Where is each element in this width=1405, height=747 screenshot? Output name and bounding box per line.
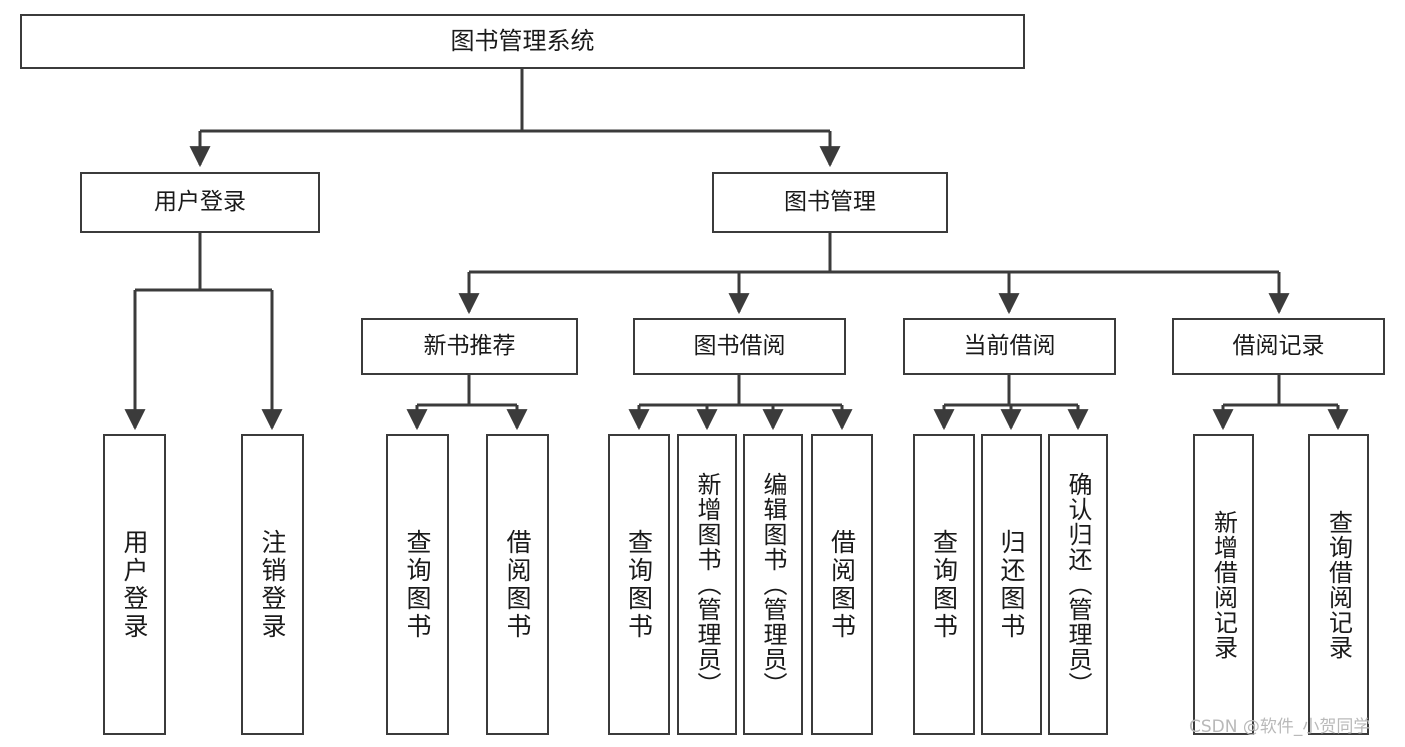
leaf-query-book-2-label: 查询图书: [624, 528, 654, 641]
leaf-query-record-label: 查询借阅记录: [1324, 509, 1353, 660]
leaf-user-login-label: 用户登录: [120, 528, 149, 641]
watermark-text: CSDN @软件_小贺同学: [1189, 717, 1371, 737]
node-current-borrow[interactable]: 当前借阅: [903, 318, 1116, 375]
leaf-add-record-label: 新增借阅记录: [1209, 509, 1238, 660]
node-user-login-label: 用户登录: [154, 188, 246, 215]
node-book-borrow-label: 图书借阅: [693, 332, 786, 359]
leaf-add-book-label: 新增图书（管理员）: [693, 472, 721, 697]
node-root-label: 图书管理系统: [450, 27, 595, 56]
node-book-management[interactable]: 图书管理: [712, 172, 948, 233]
leaf-user-login[interactable]: 用户登录: [103, 434, 166, 735]
node-book-management-label: 图书管理: [784, 188, 876, 215]
leaf-query-record[interactable]: 查询借阅记录: [1308, 434, 1369, 735]
leaf-return-book-label: 归还图书: [997, 528, 1026, 641]
node-user-login[interactable]: 用户登录: [80, 172, 320, 233]
leaf-confirm-return[interactable]: 确认归还（管理员）: [1048, 434, 1108, 735]
leaf-query-book-3-label: 查询图书: [929, 528, 959, 641]
leaf-logout[interactable]: 注销登录: [241, 434, 304, 735]
leaf-query-book-3[interactable]: 查询图书: [913, 434, 975, 735]
leaf-edit-book[interactable]: 编辑图书（管理员）: [743, 434, 803, 735]
leaf-edit-book-label: 编辑图书（管理员）: [759, 472, 787, 697]
leaf-borrow-book-2[interactable]: 借阅图书: [811, 434, 873, 735]
node-current-borrow-label: 当前借阅: [963, 332, 1056, 359]
leaf-borrow-book-1[interactable]: 借阅图书: [486, 434, 549, 735]
node-root[interactable]: 图书管理系统: [20, 14, 1025, 69]
leaf-borrow-book-2-label: 借阅图书: [827, 528, 857, 641]
leaf-return-book[interactable]: 归还图书: [981, 434, 1042, 735]
leaf-borrow-book-1-label: 借阅图书: [503, 528, 532, 641]
node-borrow-record-label: 借阅记录: [1232, 332, 1325, 359]
leaf-add-record[interactable]: 新增借阅记录: [1193, 434, 1254, 735]
node-borrow-record[interactable]: 借阅记录: [1172, 318, 1385, 375]
leaf-add-book[interactable]: 新增图书（管理员）: [677, 434, 737, 735]
node-new-book-recommend[interactable]: 新书推荐: [361, 318, 578, 375]
node-book-borrow[interactable]: 图书借阅: [633, 318, 846, 375]
leaf-query-book-2[interactable]: 查询图书: [608, 434, 670, 735]
leaf-query-book-1[interactable]: 查询图书: [386, 434, 449, 735]
leaf-query-book-1-label: 查询图书: [403, 528, 432, 641]
leaf-confirm-return-label: 确认归还（管理员）: [1064, 472, 1092, 697]
leaf-logout-label: 注销登录: [258, 528, 287, 641]
node-new-book-recommend-label: 新书推荐: [423, 332, 516, 359]
